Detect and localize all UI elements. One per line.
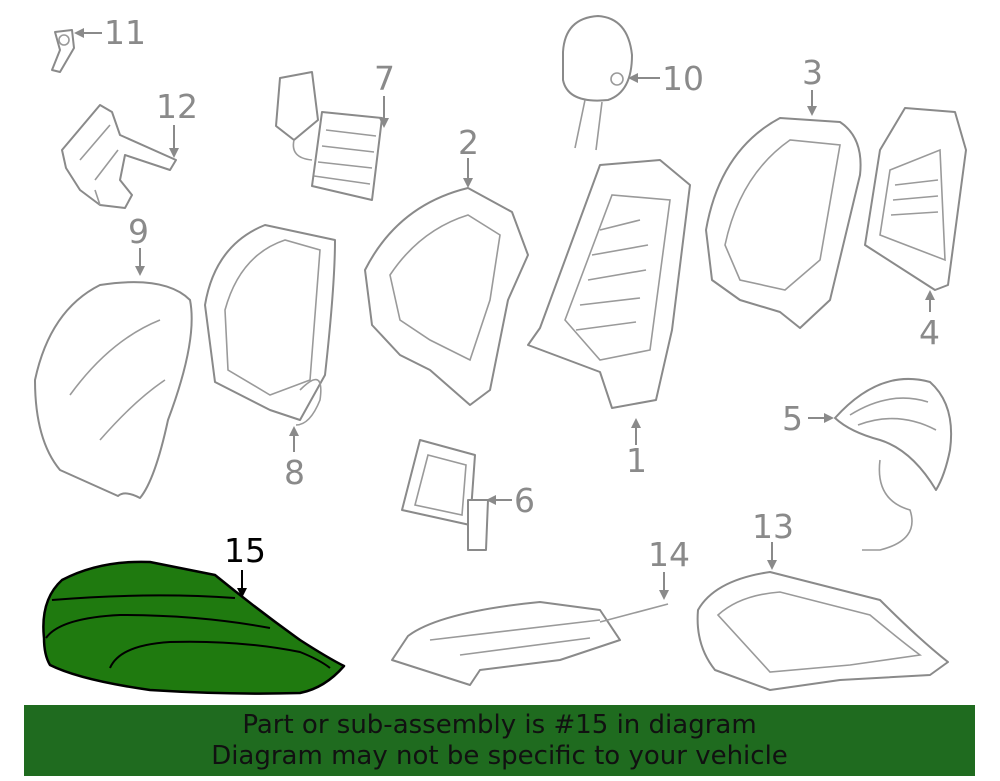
svg-text:1: 1 xyxy=(626,441,647,480)
callout-9: 9 xyxy=(128,212,149,276)
part-15-cushion-pad-highlighted xyxy=(42,560,346,695)
svg-text:10: 10 xyxy=(662,59,704,98)
callout-6: 6 xyxy=(486,481,535,520)
callout-2: 2 xyxy=(458,123,479,188)
svg-text:13: 13 xyxy=(752,507,794,546)
part-11-clip xyxy=(51,29,75,73)
svg-text:12: 12 xyxy=(156,87,198,126)
callout-13: 13 xyxy=(752,507,794,570)
part-9-back-cover xyxy=(34,281,193,499)
callout-7: 7 xyxy=(374,59,395,128)
notice-line-1: Part or sub-assembly is #15 in diagram xyxy=(242,710,757,740)
callout-15: 15 xyxy=(224,531,266,598)
svg-text:4: 4 xyxy=(919,313,940,352)
callout-12: 12 xyxy=(156,87,198,158)
notice-banner: Part or sub-assembly is #15 in diagram D… xyxy=(24,705,975,776)
callout-5: 5 xyxy=(782,399,834,438)
callout-1: 1 xyxy=(626,418,647,480)
svg-text:7: 7 xyxy=(374,59,395,98)
svg-text:8: 8 xyxy=(284,453,305,492)
callout-4: 4 xyxy=(919,290,940,352)
callout-10: 10 xyxy=(628,59,704,98)
svg-text:3: 3 xyxy=(802,53,823,92)
part-2-frame xyxy=(364,187,529,406)
callout-14: 14 xyxy=(648,535,690,600)
svg-text:5: 5 xyxy=(782,399,803,438)
svg-text:15: 15 xyxy=(224,531,266,570)
part-10-headrest xyxy=(562,15,633,151)
callout-8: 8 xyxy=(284,426,305,492)
callout-3: 3 xyxy=(802,53,823,116)
svg-text:2: 2 xyxy=(458,123,479,162)
part-1-seatback-frame xyxy=(527,159,691,409)
svg-text:11: 11 xyxy=(104,13,146,52)
part-6-module xyxy=(401,439,489,551)
part-13-seat-cushion xyxy=(696,571,949,691)
part-5-heater-mat xyxy=(834,378,953,551)
notice-line-2: Diagram may not be specific to your vehi… xyxy=(211,741,788,771)
part-4-rear-cover xyxy=(864,107,967,291)
part-7-lumbar xyxy=(275,71,383,201)
svg-text:9: 9 xyxy=(128,212,149,251)
svg-text:14: 14 xyxy=(648,535,690,574)
part-14-seat-pan xyxy=(391,601,669,686)
callout-11: 11 xyxy=(74,13,146,52)
part-12-bracket xyxy=(61,104,177,209)
part-3-back-panel xyxy=(705,117,862,329)
part-8-back-cushion xyxy=(204,224,336,426)
svg-text:6: 6 xyxy=(514,481,535,520)
